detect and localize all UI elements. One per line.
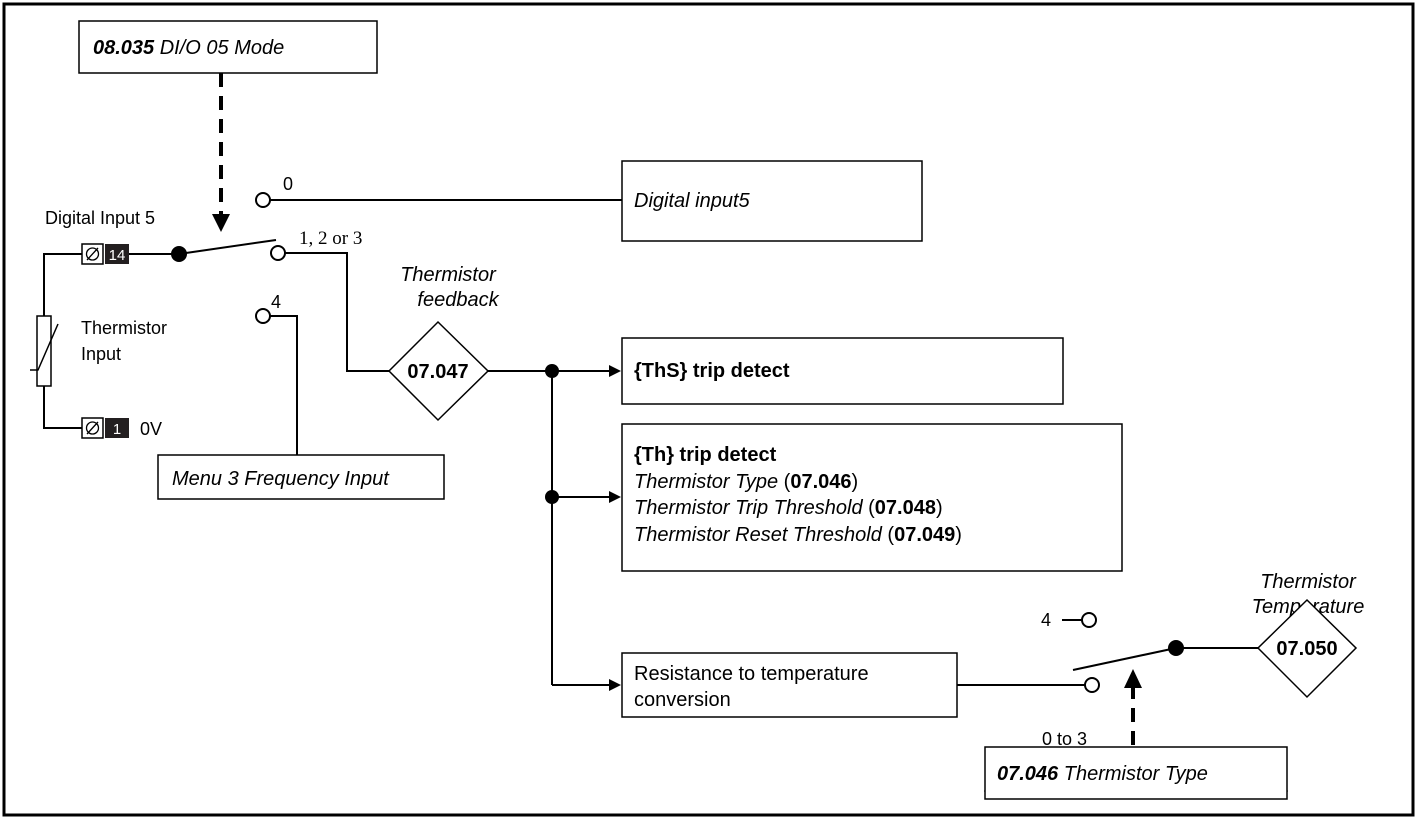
th-trip-line1: Thermistor Type (07.046) [634, 471, 858, 493]
thermistor-temperature-label-line1: Thermistor [1260, 571, 1357, 593]
menu3-wire [270, 315, 298, 455]
switch2-contact-4 [1081, 612, 1097, 628]
switch2-pos-0to3-label: 0 to 3 [1042, 729, 1087, 749]
th-trip-title: {Th} trip detect [634, 444, 777, 466]
switch1-pos-4-label: 4 [271, 292, 281, 312]
switch1-contact-4 [255, 308, 271, 324]
switch1-contact-0 [255, 192, 271, 208]
zero-v-label: 0V [140, 419, 162, 439]
thermistor-symbol [30, 315, 59, 387]
switch2-pos-4-label: 4 [1041, 610, 1051, 630]
thermistor-input-label-line2: Input [81, 344, 121, 364]
thermistor-input-label-line1: Thermistor [81, 318, 167, 338]
thermistor-temperature-param: 07.050 [1276, 638, 1337, 660]
thermistor-feedback-label-line1: Thermistor [400, 264, 497, 286]
therm-type-control-arrow [1124, 669, 1142, 688]
th-trip-box [621, 423, 1123, 572]
terminal-14: 14 [81, 243, 129, 265]
res-temp-box [621, 652, 958, 718]
res-temp-label-line2: conversion [634, 689, 731, 711]
dio-mode-label: 08.035 DI/O 05 Mode [93, 37, 284, 59]
svg-text:14: 14 [109, 247, 126, 264]
switch2-blade [1072, 647, 1177, 671]
terminal-1: 1 [81, 417, 129, 439]
svg-text:1: 1 [113, 421, 121, 438]
th-trip-line2: Thermistor Trip Threshold (07.048) [634, 497, 943, 519]
ths-trip-label: {ThS} trip detect [634, 360, 790, 382]
digital-input-5-label: Digital Input 5 [45, 208, 155, 228]
thermistor-path-wire [285, 252, 389, 372]
therm-type-box-frame [984, 746, 1288, 800]
menu3-freq-label: Menu 3 Frequency Input [172, 468, 390, 490]
digital-input5-label: Digital input5 [634, 190, 751, 212]
switch1-pos-123-label: 1, 2 or 3 [299, 228, 362, 249]
switch1-pos-0-label: 0 [283, 174, 293, 194]
dio-mode-control-arrow [212, 214, 230, 232]
thermistor-feedback-diamond [387, 320, 490, 422]
thermistor-temperature-diamond [1256, 598, 1358, 699]
menu3-freq-box [157, 454, 445, 500]
switch2-contact-0to3 [1084, 677, 1100, 693]
ths-trip-box [621, 337, 1064, 405]
switch1-contact-123 [270, 245, 286, 261]
thermistor-feedback-param: 07.047 [407, 361, 468, 383]
therm-type-label: 07.046 Thermistor Type [997, 763, 1208, 785]
switch1-blade [178, 239, 277, 255]
thermistor-feedback-label-line2: feedback [417, 289, 499, 311]
dio-mode-box [78, 20, 378, 74]
res-temp-label-line1: Resistance to temperature [634, 663, 869, 685]
th-trip-line3: Thermistor Reset Threshold (07.049) [634, 524, 962, 546]
digital-input5-box [621, 160, 923, 242]
thermistor-wire [43, 253, 82, 429]
